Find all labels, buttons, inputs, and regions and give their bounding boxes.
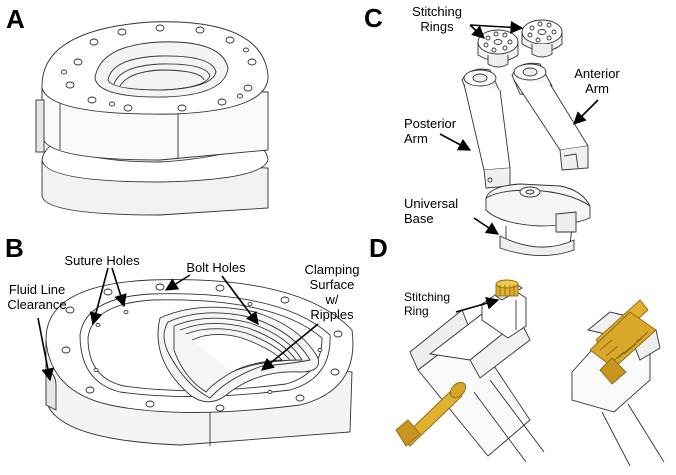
label-stitching-ring-1: Stitching	[404, 290, 451, 304]
panel-c-arrows	[439, 20, 599, 235]
label-anterior-2: Arm	[585, 81, 609, 96]
label-stitching-ring: Stitching Ring	[404, 290, 474, 318]
panel-c-assembly	[461, 19, 591, 256]
label-stitching-rings: Stitching Rings	[402, 4, 472, 34]
label-anterior-arm: Anterior Arm	[562, 66, 632, 96]
panel-b-bolt-holes	[61, 283, 343, 412]
panel-b-letter: B	[5, 233, 24, 263]
panel-a-assembly	[35, 21, 269, 216]
posterior-arm	[461, 68, 511, 189]
label-universal-base: Universal Base	[404, 196, 474, 226]
label-anterior-1: Anterior	[574, 66, 620, 81]
top-screw-cap	[495, 279, 519, 297]
panel-b-suture-holes	[93, 301, 323, 395]
label-bolt-holes: Bolt Holes	[186, 260, 246, 275]
panel-b-arrows	[37, 267, 319, 382]
label-posterior-1: Posterior	[404, 116, 457, 131]
panel-c-letter: C	[364, 3, 383, 33]
label-fluid-line-2: Clearance	[7, 297, 67, 312]
panel-d-letter: D	[369, 233, 388, 263]
anterior-arm	[511, 62, 589, 171]
panel-d-right-view	[571, 299, 665, 467]
label-clamping-4: Ripples	[310, 307, 354, 322]
label-suture-holes: Suture Holes	[64, 253, 140, 268]
label-stitching-ring-2: Ring	[404, 304, 429, 318]
stitching-ring-right	[521, 19, 563, 58]
central-opening	[94, 41, 229, 98]
panel-b-plate	[45, 279, 354, 446]
internal-screw	[589, 299, 657, 385]
panel-a-letter: A	[6, 4, 25, 34]
label-clamping-1: Clamping	[304, 262, 360, 277]
label-clamping-2: Surface	[309, 277, 355, 292]
fluid-line-clearance	[45, 371, 57, 411]
label-posterior-arm: Posterior Arm	[404, 116, 474, 146]
universal-base	[485, 183, 591, 256]
panel-a-bolt-holes	[61, 24, 257, 112]
label-stitching-2: Rings	[420, 19, 454, 34]
label-clamping-3: w/	[325, 292, 339, 307]
stitching-ring-left	[477, 29, 519, 68]
label-stitching-1: Stitching	[412, 4, 462, 19]
panel-d-arrow	[455, 297, 500, 313]
label-fluid-line-1: Fluid Line	[8, 282, 66, 297]
label-posterior-2: Arm	[404, 131, 428, 146]
label-universal-2: Base	[404, 211, 434, 226]
label-fluid-line-clearance: Fluid Line Clearance	[2, 282, 72, 312]
lower-screw	[395, 381, 467, 447]
label-clamping-surface: Clamping Surface w/ Ripples	[292, 262, 372, 322]
label-universal-1: Universal	[404, 196, 459, 211]
